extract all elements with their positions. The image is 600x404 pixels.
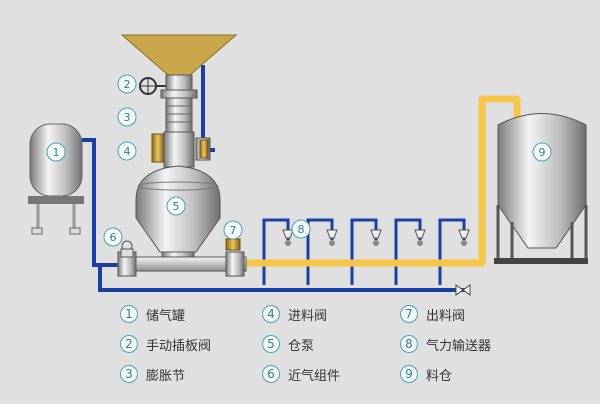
marker-2: 2 <box>117 74 137 94</box>
legend-number: 1 <box>120 305 138 323</box>
legend-label: 储气罐 <box>146 308 186 324</box>
legend-label: 仓泵 <box>288 338 315 354</box>
legend-item-9: 9 料仓 <box>400 364 452 384</box>
pump-vessel <box>135 165 221 271</box>
legend-label: 料仓 <box>426 368 453 384</box>
silo <box>494 113 588 264</box>
marker-1: 1 <box>46 142 66 162</box>
feed-hopper <box>120 34 238 76</box>
legend-item-2: 2 手动插板阀 <box>120 334 211 354</box>
legend-label: 气力输送器 <box>426 338 492 354</box>
boosters <box>282 229 470 246</box>
legend: 1 储气罐 2 手动插板阀 3 膨胀节 4 进料阀 5 仓泵 6 近气组件 7 … <box>0 300 600 400</box>
legend-number: 3 <box>120 365 138 383</box>
legend-label: 出料阀 <box>426 308 466 324</box>
marker-5: 5 <box>166 196 186 216</box>
marker-9: 9 <box>532 142 552 162</box>
air-inlet-assembly <box>120 240 134 258</box>
legend-number: 4 <box>262 305 280 323</box>
legend-item-8: 8 气力输送器 <box>400 334 491 354</box>
legend-number: 6 <box>262 365 280 383</box>
legend-label: 手动插板阀 <box>146 338 212 354</box>
air-storage-tank <box>28 123 84 235</box>
legend-label: 进料阀 <box>288 308 328 324</box>
marker-4: 4 <box>117 141 137 161</box>
legend-number: 8 <box>400 335 418 353</box>
legend-label: 近气组件 <box>288 368 341 384</box>
legend-item-7: 7 出料阀 <box>400 304 465 324</box>
end-valve-icon <box>455 284 471 296</box>
marker-6: 6 <box>103 227 123 247</box>
svg-text:2: 2 <box>124 78 131 91</box>
legend-label: 膨胀节 <box>146 368 186 384</box>
legend-number: 9 <box>400 365 418 383</box>
legend-item-3: 3 膨胀节 <box>120 364 185 384</box>
svg-text:9: 9 <box>539 146 546 159</box>
svg-text:7: 7 <box>230 224 237 237</box>
legend-number: 5 <box>262 335 280 353</box>
marker-3: 3 <box>117 107 137 127</box>
svg-text:6: 6 <box>110 231 117 244</box>
marker-8: 8 <box>291 219 311 239</box>
svg-text:4: 4 <box>124 145 131 158</box>
svg-text:5: 5 <box>173 200 180 213</box>
material-line <box>245 95 521 267</box>
discharge-valve <box>225 238 241 251</box>
air-lines <box>82 65 470 292</box>
legend-number: 7 <box>400 305 418 323</box>
svg-text:1: 1 <box>53 146 60 159</box>
svg-text:3: 3 <box>124 111 131 124</box>
legend-item-5: 5 仓泵 <box>262 334 314 354</box>
legend-item-4: 4 进料阀 <box>262 304 327 324</box>
svg-text:8: 8 <box>298 223 305 236</box>
marker-7: 7 <box>223 220 243 240</box>
feed-column <box>151 74 211 168</box>
legend-item-6: 6 近气组件 <box>262 364 340 384</box>
legend-number: 2 <box>120 335 138 353</box>
legend-item-1: 1 储气罐 <box>120 304 185 324</box>
